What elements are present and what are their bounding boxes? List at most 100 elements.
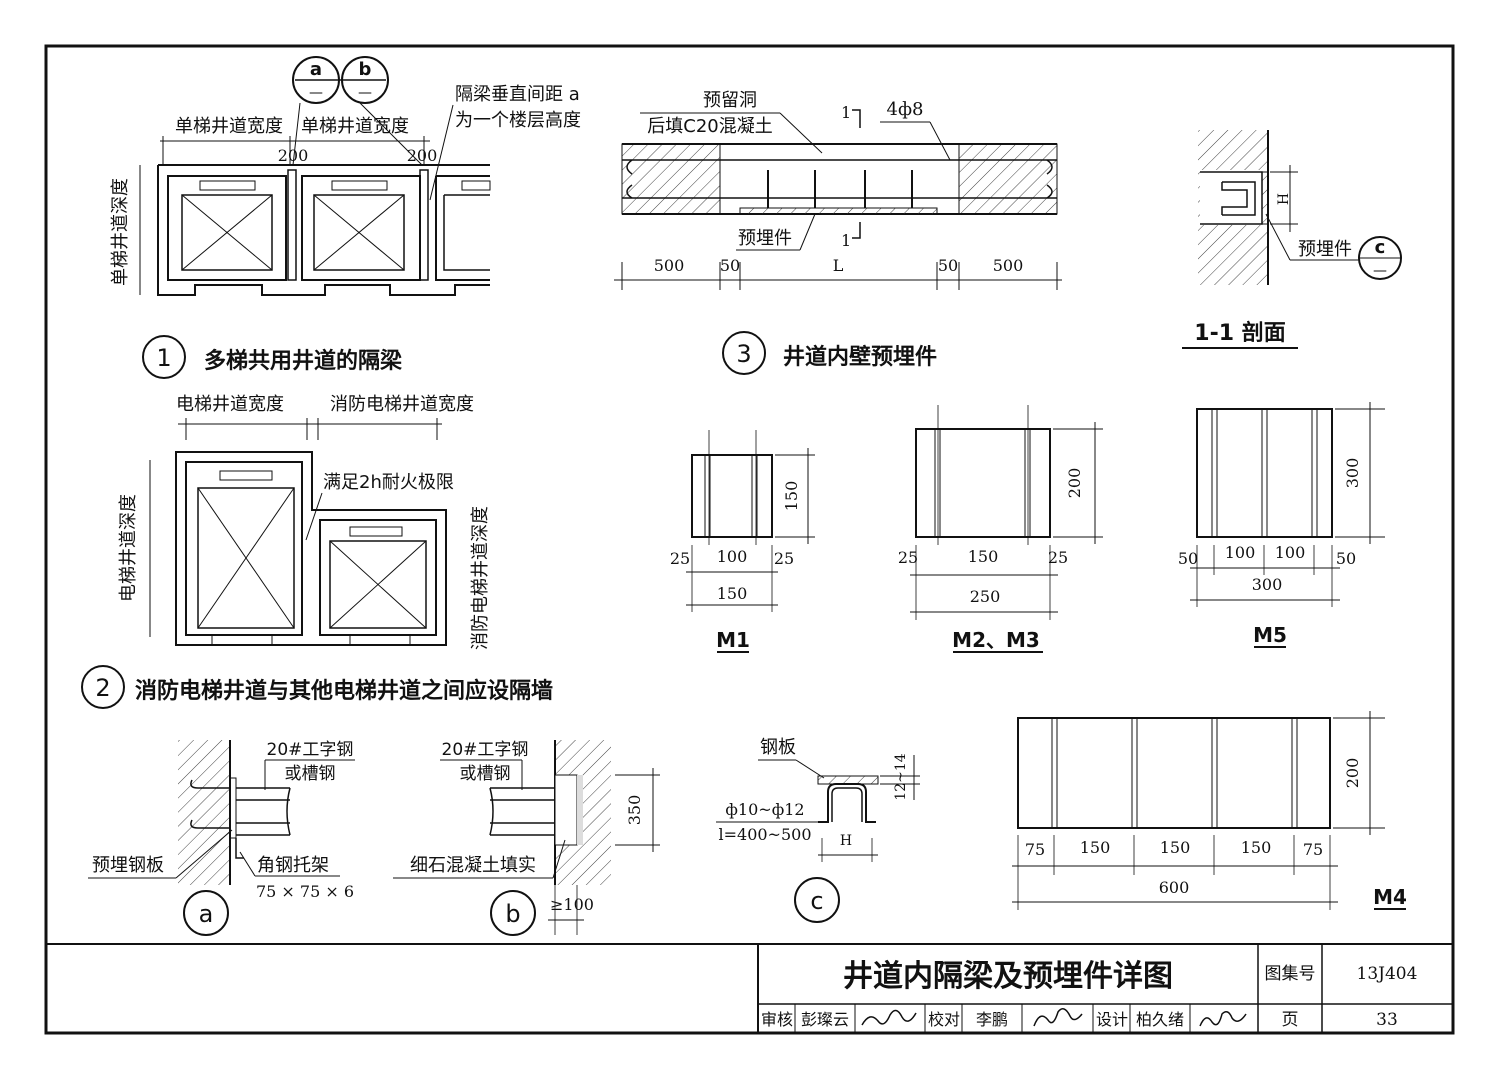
beam-spacing-note-1: 隔梁垂直间距 a	[455, 84, 580, 105]
svg-text:600: 600	[1159, 878, 1190, 897]
plate-m5: 300 50 100 100 50 300 M5	[1178, 402, 1385, 648]
drawing-1-title: 多梯共用井道的隔梁	[204, 348, 402, 374]
svg-text:—: —	[358, 85, 372, 101]
design-label: 设计	[1096, 1010, 1128, 1029]
detail-a-bracket-label: 角钢托架	[257, 855, 329, 876]
svg-text:150: 150	[968, 547, 999, 566]
reviewer-signature	[861, 1009, 917, 1026]
plate-m4: 200 75 150 150 150 75 600 M4	[1012, 711, 1407, 910]
drawing-3-number-circle	[722, 331, 766, 375]
m23-height-dim: 200	[1065, 468, 1084, 499]
check-label: 校对	[928, 1010, 960, 1029]
detail-c: 钢板 H ф10~ф12 l=400~500 12~14 c	[716, 737, 920, 923]
fire-lift-shaft-depth-label: 消防电梯井道深度	[470, 506, 491, 650]
detail-a-tag: a	[199, 900, 214, 928]
fire-lift-shaft-width-label: 消防电梯井道宽度	[330, 394, 474, 415]
svg-text:150: 150	[1241, 838, 1272, 857]
drawing-3-number: 3	[736, 340, 751, 368]
drawing-2-title: 消防电梯井道与其他电梯井道之间应设隔墙	[135, 678, 553, 704]
drawing-3-wall-embedded-plate: 预留洞 后填C20混凝土 4ф8 1 1 预埋件	[614, 90, 1062, 375]
lift-shaft-depth-label: 电梯井道深度	[118, 494, 139, 602]
dim-500-left: 500	[654, 256, 685, 275]
detail-a-tag-circle	[183, 890, 229, 936]
svg-text:—: —	[309, 85, 323, 101]
atlas-label: 图集号	[1265, 964, 1316, 984]
svg-text:50: 50	[1336, 549, 1356, 568]
detail-a: 20#工字钢 或槽钢 预埋钢板 角钢托架 75 × 75 × 6 a	[88, 740, 355, 936]
callout-a-label: a	[310, 59, 322, 80]
detail-b-tag-circle	[490, 890, 536, 936]
detail-b-350-dim: 350	[625, 795, 644, 826]
drawing-2-fire-lift-partition: 电梯井道宽度 消防电梯井道宽度 电梯井道深度 消防电梯井道深度 满足2h耐火极限…	[81, 394, 553, 709]
single-shaft-depth-label: 单梯井道深度	[110, 178, 131, 286]
drawing-3-title: 井道内壁预埋件	[783, 344, 937, 370]
svg-text:75: 75	[1025, 840, 1045, 859]
svg-text:300: 300	[1252, 575, 1283, 594]
detail-a-channel-label: 或槽钢	[285, 764, 336, 784]
detail-c-tag-circle	[794, 877, 840, 923]
atlas-number: 13J404	[1357, 964, 1418, 984]
embedded-part-label: 预埋件	[738, 228, 792, 249]
drawing-1-number-circle	[142, 335, 186, 379]
detail-c-thickness-dim: 12~14	[893, 753, 909, 800]
detail-b-fill-label: 细石混凝土填实	[410, 855, 536, 876]
drawing-1-number: 1	[156, 344, 171, 372]
m5-height-dim: 300	[1343, 458, 1362, 489]
svg-text:100: 100	[1225, 543, 1256, 562]
plate-m1: 150 25 100 25 150 M1	[670, 430, 815, 653]
detail-b-tag: b	[505, 900, 520, 928]
svg-text:c: c	[1375, 237, 1386, 258]
svg-text:25: 25	[774, 549, 794, 568]
single-shaft-width-label-2: 单梯井道宽度	[301, 116, 409, 137]
single-shaft-width-label: 单梯井道宽度	[175, 116, 283, 137]
designer-name: 柏久绪	[1136, 1010, 1184, 1029]
detail-b: 20#工字钢 或槽钢 350 细石混凝土填实 ≥100 b	[393, 740, 660, 936]
dim-200-b: 200	[407, 146, 438, 165]
m1-height-dim: 150	[782, 481, 801, 512]
m5-label: M5	[1253, 623, 1287, 647]
svg-text:150: 150	[717, 584, 748, 603]
lift-shaft-width-label: 电梯井道宽度	[176, 394, 284, 415]
drawing-2-number-circle	[81, 665, 125, 709]
m4-height-dim: 200	[1343, 758, 1362, 789]
reviewer-name: 彭璨云	[801, 1010, 849, 1029]
dim-L: L	[833, 256, 844, 275]
detail-c-length-label: l=400~500	[718, 825, 811, 844]
svg-text:25: 25	[1048, 548, 1068, 567]
section-embedded-part-label: 预埋件	[1298, 239, 1352, 260]
m4-label: M4	[1373, 885, 1407, 909]
detail-a-bracket-size: 75 × 75 × 6	[256, 882, 354, 901]
callout-b-label: b	[359, 59, 372, 80]
reserved-hole-label: 预留洞	[703, 90, 757, 111]
sheet-border	[44, 44, 1455, 1035]
svg-text:1: 1	[841, 103, 851, 122]
dim-200-a: 200	[278, 146, 309, 165]
svg-text:50: 50	[1178, 549, 1198, 568]
detail-b-100-dim: ≥100	[550, 895, 594, 914]
svg-text:1: 1	[841, 231, 851, 250]
svg-text:100: 100	[1275, 543, 1306, 562]
checker-signature	[1033, 1008, 1083, 1027]
detail-c-bar-label: ф10~ф12	[725, 800, 804, 819]
detail-b-channel-label: 或槽钢	[460, 764, 511, 784]
page-label: 页	[1282, 1010, 1299, 1030]
svg-text:75: 75	[1303, 840, 1323, 859]
fire-rating-note: 满足2h耐火极限	[323, 472, 454, 493]
page-number: 33	[1376, 1010, 1398, 1030]
detail-a-steel-label: 20#工字钢	[267, 740, 354, 760]
svg-text:—: —	[1373, 263, 1387, 279]
svg-text:25: 25	[898, 548, 918, 567]
detail-a-plate-label: 预埋钢板	[92, 855, 164, 876]
svg-text:100: 100	[717, 547, 748, 566]
svg-text:25: 25	[670, 549, 690, 568]
title-block: 井道内隔梁及预埋件详图 图集号 13J404 页 33 审核 彭璨云 校对 李鹏…	[46, 943, 1453, 1033]
plate-m2-m3: 200 25 150 25 250 M2、M3	[898, 405, 1103, 653]
beam-spacing-note-2: 为一个楼层高度	[455, 110, 581, 131]
review-label: 审核	[761, 1010, 793, 1029]
checker-name: 李鹏	[976, 1010, 1008, 1029]
drawing-1-multi-shaft-beams: a b — — 单梯井道宽度 单梯井道宽度 200 200 隔梁垂直间距 a 为…	[110, 56, 581, 379]
section-1-1: H 预埋件 c — 1-1 剖面	[1182, 130, 1402, 349]
detail-b-steel-label: 20#工字钢	[442, 740, 529, 760]
section-1-1-title: 1-1 剖面	[1194, 320, 1285, 346]
